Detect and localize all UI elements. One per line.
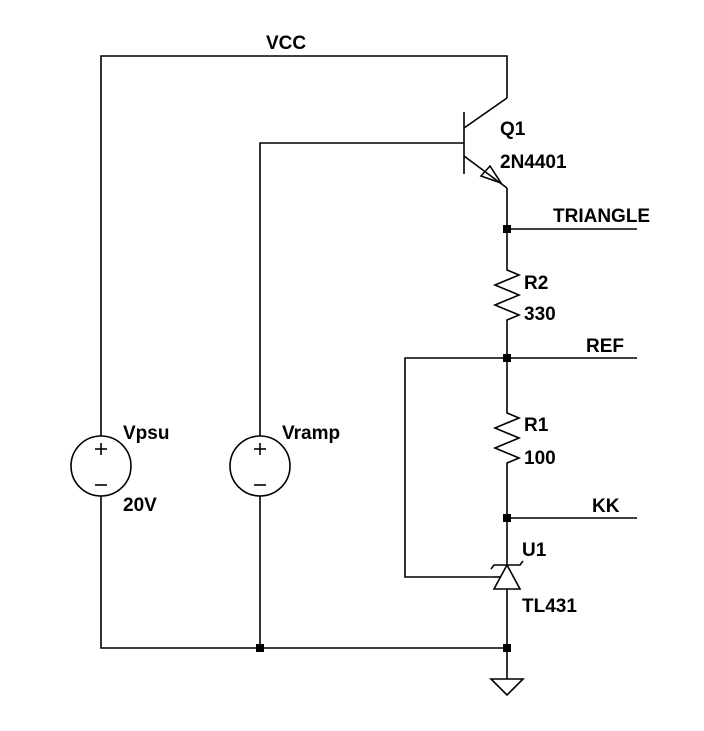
labels: VCC Q1 2N4401 TRIANGLE R2 330 REF R1 100… [123,33,650,617]
vcc-net-wire [100,55,508,436]
base-drive-wire [259,142,464,436]
junction-ref [503,354,511,362]
junctions [256,225,511,652]
q1-ref-label: Q1 [500,119,526,140]
vpsu-source-symbol [70,435,132,497]
vpsu-ref-label: Vpsu [123,423,169,444]
r2-resistor-symbol [492,264,522,324]
ref-net-label: REF [586,336,624,357]
r2-ref-label: R2 [524,273,548,294]
ref-feedback-wire [404,357,507,578]
junction-ground [503,644,511,652]
u1-ref-label: U1 [522,540,547,561]
r1-value-label: 100 [524,448,556,469]
junction-triangle [503,225,511,233]
ground-icon [489,678,525,697]
r1-ref-label: R1 [524,415,549,436]
vpsu-value-label: 20V [123,495,157,516]
kk-net-label: KK [592,496,620,517]
junction-kk [503,514,511,522]
wires [100,55,637,679]
q1-transistor-symbol [463,97,508,189]
vramp-source-symbol [229,435,291,497]
u1-tl431-symbol [490,560,524,590]
ground-rail-wire [100,496,507,649]
r1-resistor-symbol [492,407,522,467]
vramp-ref-label: Vramp [282,423,340,444]
q1-value-label: 2N4401 [500,152,567,173]
junction-vramp-ground [256,644,264,652]
vcc-net-label: VCC [266,33,306,54]
u1-value-label: TL431 [522,596,577,617]
triangle-net-label: TRIANGLE [553,206,650,227]
r2-value-label: 330 [524,304,556,325]
